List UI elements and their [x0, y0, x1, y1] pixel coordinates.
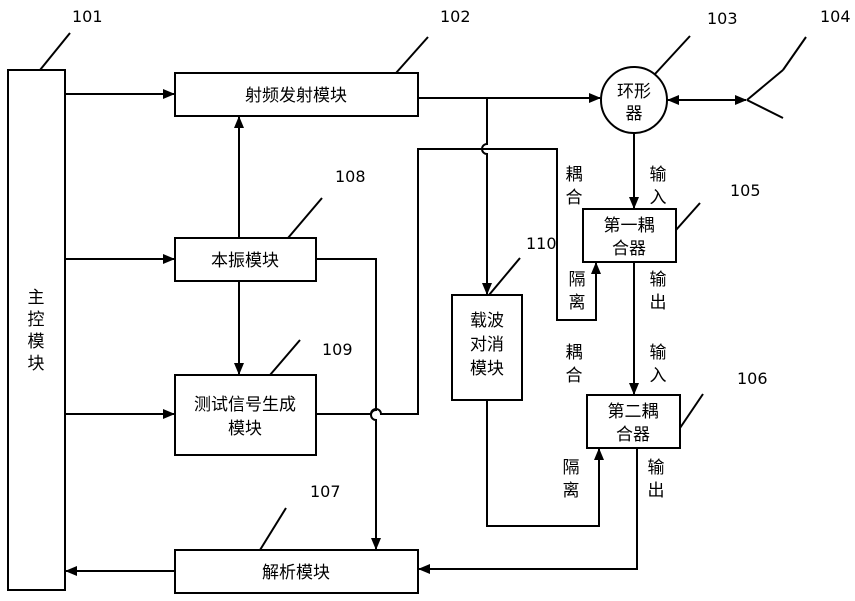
lo-to-analysis-arrow — [316, 259, 376, 549]
coupler2-label-2: 合器 — [616, 425, 650, 445]
local-oscillator-module: 本振模块 — [175, 238, 316, 281]
ref-107: 107 — [310, 482, 341, 501]
test-gen-label-2: 模块 — [228, 419, 262, 439]
main-label-2: 控 — [28, 310, 45, 330]
analysis-module: 解析模块 — [175, 550, 418, 593]
reference-leaders — [40, 33, 806, 550]
c2-couple-label-b: 合 — [566, 366, 583, 386]
cancel-label-1: 载波 — [470, 311, 504, 331]
c1-couple-label-a: 耦 — [566, 165, 583, 185]
c2-output-label-a: 输 — [648, 458, 665, 478]
c1-output-label-b: 出 — [650, 293, 667, 313]
main-label-1: 主 — [28, 288, 45, 308]
analysis-label: 解析模块 — [262, 563, 330, 583]
main-control-module: 主 控 模 块 — [8, 70, 65, 590]
ref-109: 109 — [322, 340, 353, 359]
ref-101: 101 — [72, 7, 103, 26]
c1-output-label-a: 输 — [650, 270, 667, 290]
c2-iso-label-b: 离 — [563, 481, 580, 501]
cancel-label-3: 模块 — [470, 359, 504, 379]
c1-couple-label-b: 合 — [566, 188, 583, 208]
coupler2-label-1: 第二耦 — [608, 402, 659, 422]
circulator-label-1: 环形 — [617, 82, 651, 102]
antenna-icon — [747, 70, 783, 118]
c1-input-label-a: 输 — [650, 165, 667, 185]
c1-iso-label-b: 离 — [569, 293, 586, 313]
circulator: 环形 器 — [601, 67, 667, 133]
coupler1-label-2: 合器 — [612, 239, 646, 259]
c2-output-label-b: 出 — [648, 481, 665, 501]
test-signal-module: 测试信号生成 模块 — [175, 375, 316, 455]
coupler1-label-1: 第一耦 — [604, 216, 655, 236]
ref-108: 108 — [335, 167, 366, 186]
first-coupler: 第一耦 合器 — [583, 209, 676, 262]
lo-label: 本振模块 — [211, 251, 279, 271]
cancel-to-coupler2-arrow — [487, 400, 599, 526]
c2-couple-label-a: 耦 — [566, 343, 583, 363]
ref-103: 103 — [707, 9, 738, 28]
coupler2-to-analysis-arrow — [419, 448, 637, 569]
ref-102: 102 — [440, 7, 471, 26]
c2-input-label-b: 入 — [650, 366, 667, 386]
c2-iso-label-a: 隔 — [563, 458, 580, 478]
rf-transmit-module: 射频发射模块 — [175, 73, 418, 116]
rf-to-cancel-arrow — [482, 98, 487, 294]
c2-input-label-a: 输 — [650, 343, 667, 363]
test-gen-label-1: 测试信号生成 — [194, 395, 296, 415]
cancel-label-2: 对消 — [470, 335, 504, 355]
circulator-label-2: 器 — [626, 104, 643, 124]
main-label-4: 块 — [28, 354, 45, 374]
carrier-cancel-module: 载波 对消 模块 — [452, 295, 522, 400]
c1-iso-label-a: 隔 — [569, 270, 586, 290]
second-coupler: 第二耦 合器 — [587, 395, 680, 448]
rf-transmit-label: 射频发射模块 — [245, 86, 347, 106]
main-label-3: 模 — [28, 332, 45, 352]
ref-104: 104 — [820, 7, 851, 26]
ref-106: 106 — [737, 369, 768, 388]
ref-105: 105 — [730, 181, 761, 200]
ref-110: 110 — [526, 234, 557, 253]
c1-input-label-b: 入 — [650, 188, 667, 208]
